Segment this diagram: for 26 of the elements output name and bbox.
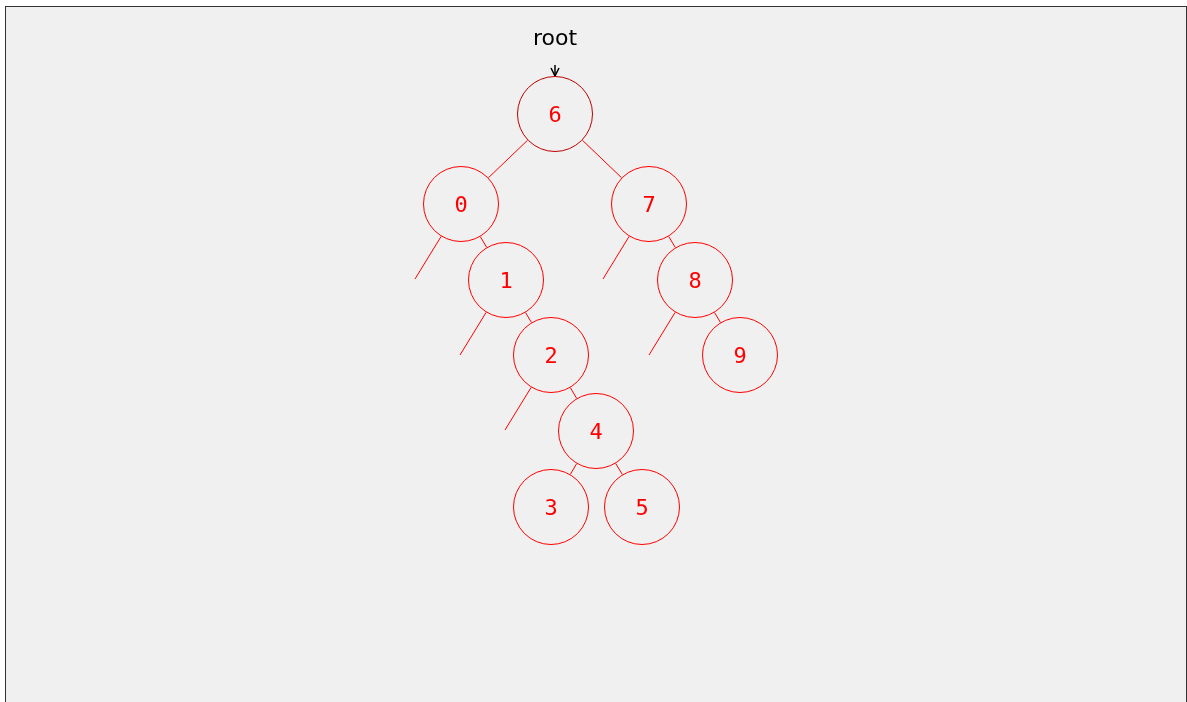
tree-edge	[487, 139, 529, 179]
tree-edge	[569, 463, 578, 475]
tree-edge	[569, 387, 578, 399]
tree-edge	[615, 463, 623, 475]
node-value: 9	[733, 342, 747, 368]
tree-edge	[504, 386, 532, 431]
node-value: 3	[544, 494, 558, 520]
tree-edge	[581, 139, 623, 179]
tree-edge	[668, 236, 676, 248]
pointer-label: root	[532, 25, 578, 51]
node-value: 7	[642, 191, 656, 217]
tree-edge	[459, 311, 487, 356]
tree-edge	[648, 311, 676, 356]
node-value: 0	[454, 191, 468, 217]
node-value: 1	[499, 267, 513, 293]
tree-edge	[414, 235, 442, 280]
tree-edge	[479, 236, 488, 248]
node-value: 5	[635, 494, 649, 520]
node-value: 2	[544, 342, 558, 368]
tree-edge	[602, 235, 630, 280]
arrow	[550, 64, 560, 77]
tree-edge	[714, 312, 721, 323]
node-value: 8	[688, 267, 702, 293]
node-value: 6	[548, 101, 562, 127]
tree-edge	[525, 312, 532, 323]
node-value: 4	[589, 418, 603, 444]
